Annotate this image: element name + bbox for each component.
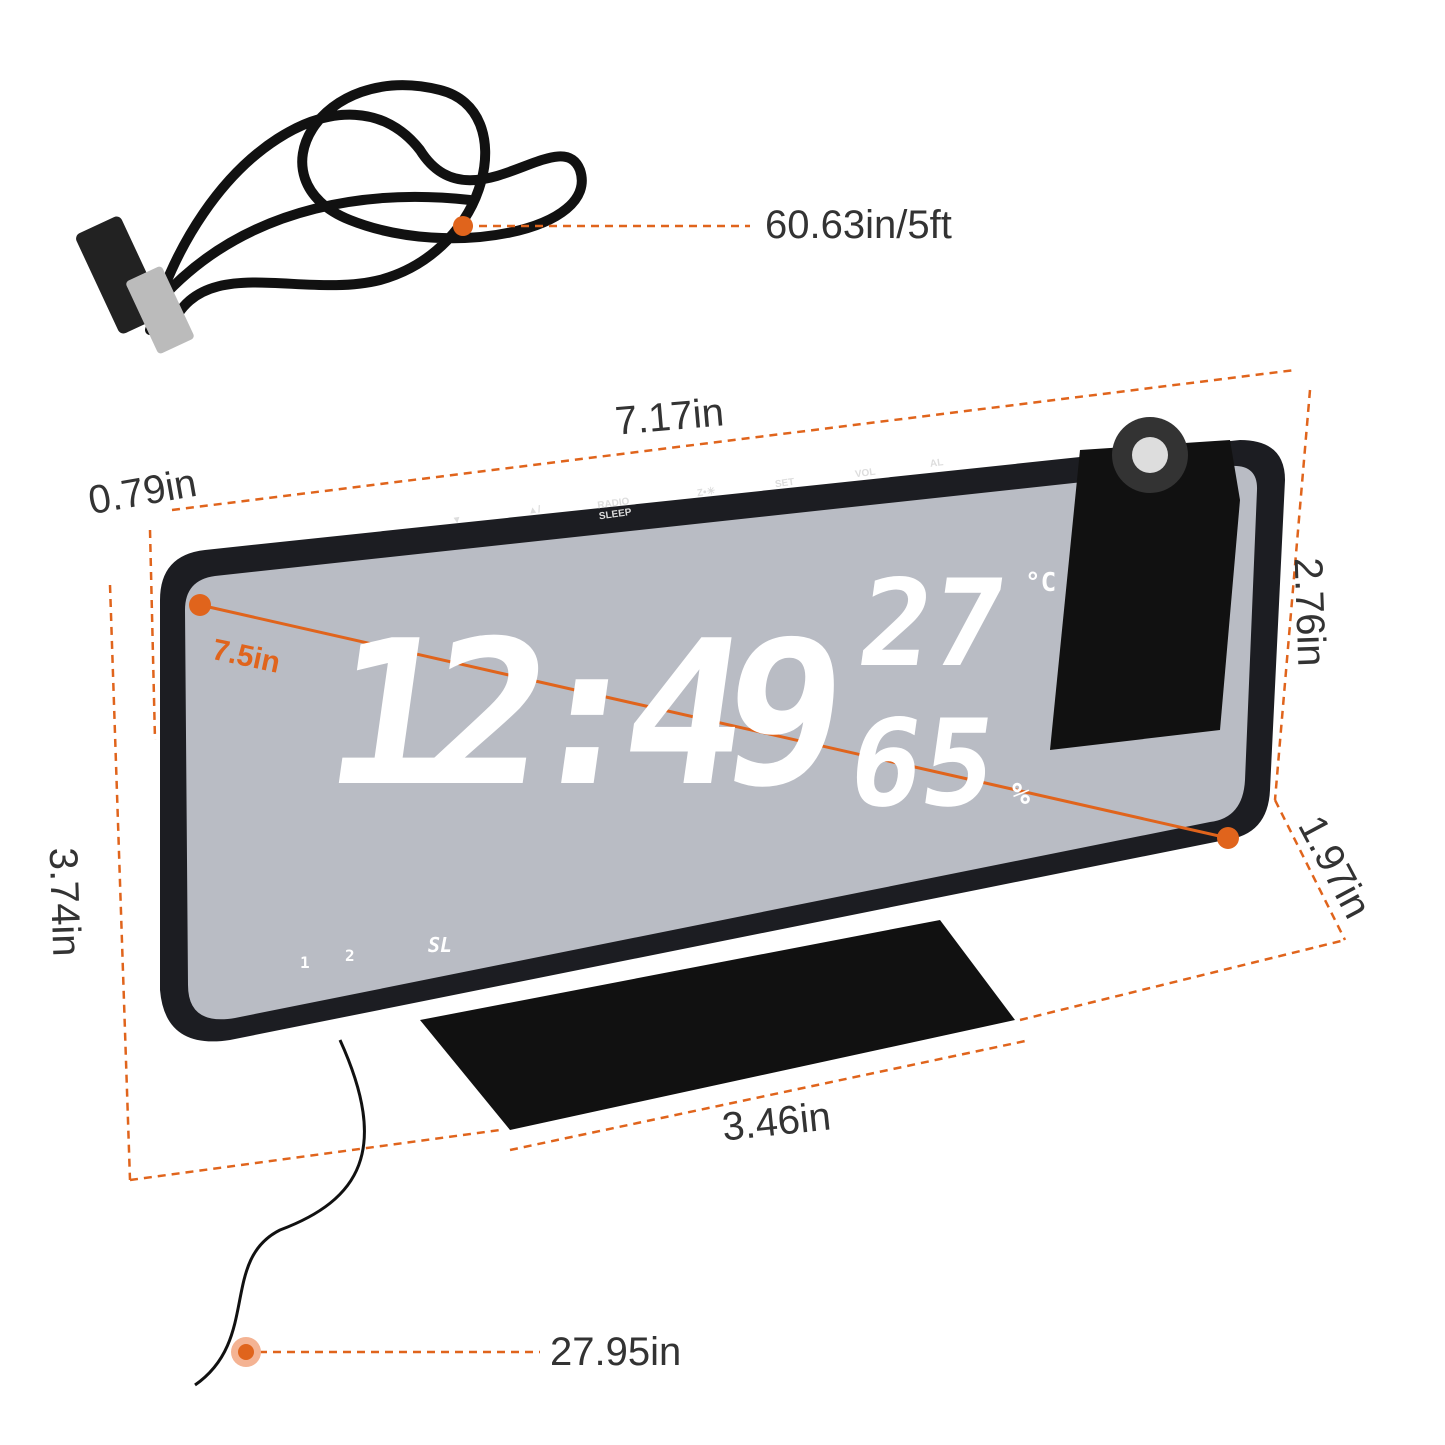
- down-button[interactable]: ▼: [451, 514, 463, 527]
- usb-cable: [145, 80, 587, 335]
- cord-length-label: 27.95in: [550, 1330, 682, 1374]
- temperature-unit: °C: [1025, 568, 1057, 598]
- sleep-indicator: SL: [428, 933, 453, 957]
- height-label: 3.74in: [40, 846, 89, 958]
- side-height-label: 2.76in: [1285, 556, 1334, 668]
- alarm2-indicator: 2: [345, 946, 355, 965]
- temperature-display: 27: [850, 555, 1015, 694]
- usb-connector: [126, 266, 194, 354]
- power-cord: [194, 1039, 366, 1387]
- projector-arm: [1050, 440, 1240, 750]
- diagonal-end-dot: [1217, 827, 1239, 849]
- dimension-lines: [108, 224, 1347, 1354]
- diagonal-start-dot: [189, 594, 211, 616]
- clock-stand: [420, 920, 1015, 1130]
- humidity-display: 65: [840, 695, 1005, 834]
- up-button[interactable]: ▲/: [527, 504, 542, 517]
- alarm-button[interactable]: AL: [929, 457, 945, 470]
- time-display: 12:49: [313, 598, 839, 831]
- humidity-unit: %: [1012, 777, 1031, 812]
- mirror-display: [185, 465, 1258, 1020]
- cable-marker-dot: [453, 216, 473, 236]
- diagonal-line: [199, 603, 1229, 840]
- alarm1-indicator: 1: [300, 953, 310, 972]
- cord-marker-dot: [238, 1344, 254, 1360]
- cable-length-label: 60.63in/5ft: [765, 203, 952, 247]
